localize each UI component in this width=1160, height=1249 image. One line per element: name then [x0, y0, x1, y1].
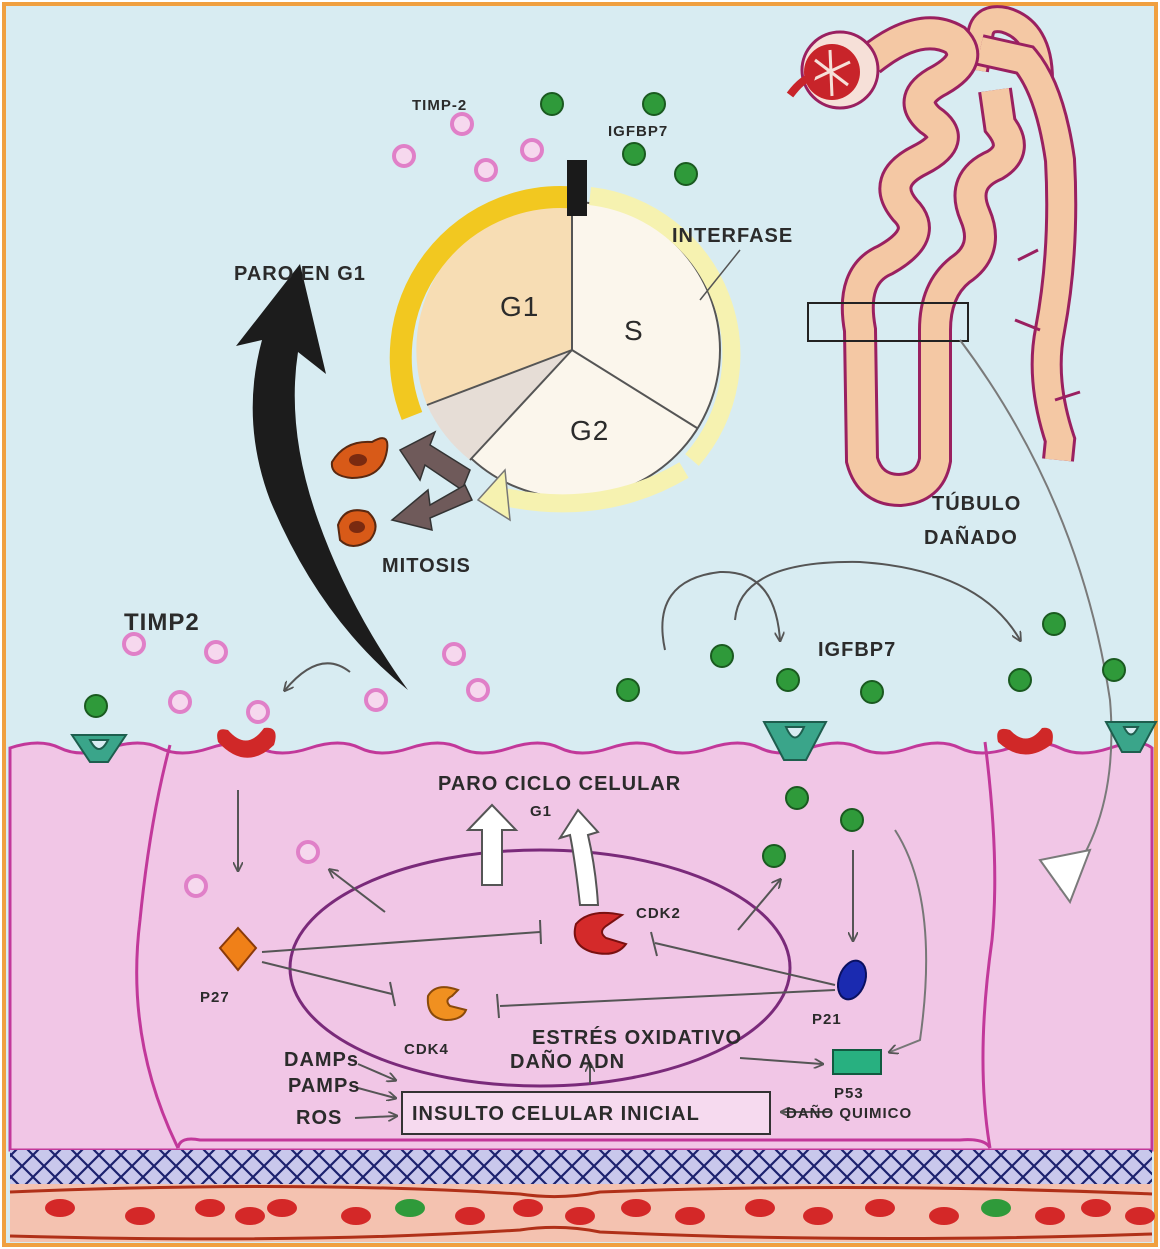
label-cdk2: CDK2	[636, 905, 681, 922]
rbc-icon	[235, 1207, 265, 1225]
rbc-icon	[929, 1207, 959, 1225]
label-p27: P27	[200, 989, 230, 1006]
label-s: S	[624, 315, 644, 346]
igfbp7-molecule-icon	[617, 679, 639, 701]
rbc-icon	[395, 1199, 425, 1217]
igfbp7-molecule-icon	[85, 695, 107, 717]
rbc-icon	[341, 1207, 371, 1225]
label-timp2-mid: TIMP2	[124, 609, 200, 636]
label-g2: G2	[570, 415, 609, 446]
label-interfase: INTERFASE	[672, 225, 793, 247]
timp2-molecule-icon	[476, 160, 496, 180]
rbc-icon	[981, 1199, 1011, 1217]
label-paro-g1: PARO EN G1	[234, 263, 366, 285]
timp2-molecule-icon	[298, 842, 318, 862]
rbc-icon	[803, 1207, 833, 1225]
label-estres: ESTRÉS OXIDATIVO	[532, 1026, 742, 1049]
timp2-molecule-icon	[170, 692, 190, 712]
igfbp7-molecule-icon	[1009, 669, 1031, 691]
timp2-molecule-icon	[394, 146, 414, 166]
label-danado: DAÑADO	[924, 526, 1018, 549]
label-tubulo: TÚBULO	[932, 491, 1021, 515]
igfbp7-molecule-icon	[777, 669, 799, 691]
igfbp7-molecule-icon	[711, 645, 733, 667]
label-ros: ROS	[296, 1107, 342, 1129]
rbc-icon	[1035, 1207, 1065, 1225]
rbc-icon	[195, 1199, 225, 1217]
igfbp7-molecule-icon	[541, 93, 563, 115]
rbc-icon	[1125, 1207, 1155, 1225]
rbc-icon	[125, 1207, 155, 1225]
rbc-icon	[745, 1199, 775, 1217]
label-cdk4: CDK4	[404, 1041, 449, 1058]
rbc-icon	[267, 1199, 297, 1217]
rbc-icon	[565, 1207, 595, 1225]
timp2-molecule-icon	[186, 876, 206, 896]
label-dano-quimico: DAÑO QUIMICO	[786, 1104, 912, 1122]
timp2-molecule-icon	[366, 690, 386, 710]
label-igfbp7-top: IGFBP7	[608, 123, 668, 140]
timp2-molecule-icon	[468, 680, 488, 700]
igfbp7-molecule-icon	[861, 681, 883, 703]
label-insulto: INSULTO CELULAR INICIAL	[412, 1103, 700, 1125]
timp2-molecule-icon	[248, 702, 268, 722]
rbc-icon	[513, 1199, 543, 1217]
basement-membrane	[10, 1150, 1152, 1184]
igfbp7-molecule-icon	[841, 809, 863, 831]
label-paro-ciclo: PARO CICLO CELULAR	[438, 773, 681, 795]
label-timp2-top: TIMP-2	[412, 97, 467, 114]
rbc-icon	[621, 1199, 651, 1217]
igfbp7-molecule-icon	[1103, 659, 1125, 681]
rbc-icon	[45, 1199, 75, 1217]
label-g1: G1	[500, 291, 539, 322]
label-g1-small: G1	[530, 803, 552, 820]
label-p21: P21	[812, 1011, 842, 1028]
igfbp7-molecule-icon	[643, 93, 665, 115]
igfbp7-molecule-icon	[675, 163, 697, 185]
rbc-icon	[675, 1207, 705, 1225]
igfbp7-molecule-icon	[623, 143, 645, 165]
igfbp7-molecule-icon	[763, 845, 785, 867]
label-igfbp7-mid: IGFBP7	[818, 639, 896, 661]
rbc-icon	[1081, 1199, 1111, 1217]
igfbp7-molecule-icon	[1043, 613, 1065, 635]
checkpoint-bar	[567, 160, 587, 216]
timp2-molecule-icon	[444, 644, 464, 664]
label-p53: P53	[834, 1085, 864, 1102]
igfbp7-molecule-icon	[786, 787, 808, 809]
label-dano-adn: DAÑO ADN	[510, 1050, 625, 1073]
label-mitosis: MITOSIS	[382, 555, 471, 577]
rbc-icon	[455, 1207, 485, 1225]
p53-icon	[833, 1050, 881, 1074]
timp2-molecule-icon	[206, 642, 226, 662]
timp2-molecule-icon	[522, 140, 542, 160]
timp2-molecule-icon	[452, 114, 472, 134]
label-pamps: PAMPs	[288, 1075, 360, 1097]
label-damps: DAMPs	[284, 1049, 359, 1071]
timp2-molecule-icon	[124, 634, 144, 654]
rbc-icon	[865, 1199, 895, 1217]
